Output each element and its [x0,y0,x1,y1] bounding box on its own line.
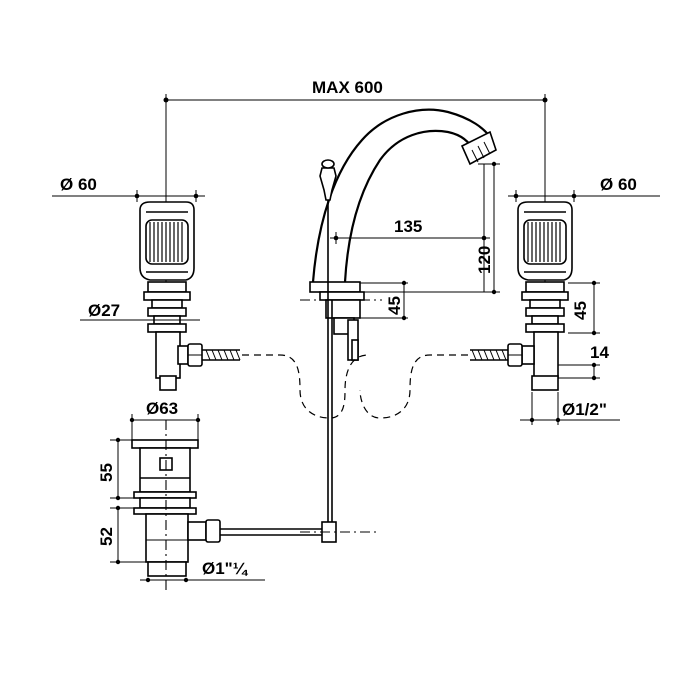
waste-upper-height-label: 55 [97,463,116,482]
left-handle-assembly: Ø 60 Ø27 [52,175,241,391]
outlet-offset-label: 14 [590,343,609,362]
right-handle-diameter-label: Ø 60 [600,175,637,194]
overall-width-dimension: MAX 600 [163,78,548,106]
stem-diameter-label: Ø27 [88,301,120,320]
left-handle-diameter-label: Ø 60 [60,175,97,194]
spout-height-label: 120 [475,246,494,274]
waste-lower-height-label: 52 [97,527,116,546]
waste-diameter-label: Ø63 [146,399,178,418]
right-valve-height-label: 45 [571,301,590,320]
right-handle-assembly: Ø 60 [470,175,660,425]
pop-up-waste-assembly: Ø63 55 52 [97,399,380,590]
connection-thread-label: Ø1/2" [562,400,607,419]
spout-reach-label: 135 [394,217,422,236]
spout-body-height-label: 45 [385,296,404,315]
overall-width-label: MAX 600 [312,78,383,97]
supply-hoses [242,354,468,419]
waste-thread-label: Ø1"¼ [202,559,249,578]
spout-assembly: 135 120 45 [300,108,500,530]
